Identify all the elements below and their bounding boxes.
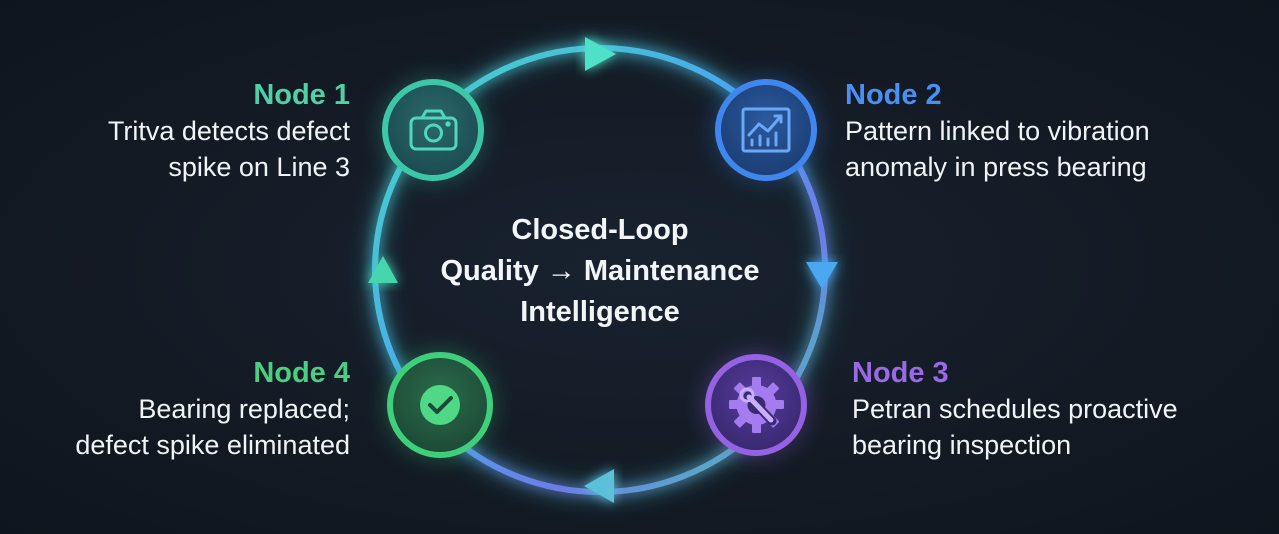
node-4-circle [384,349,496,461]
title-line-1: Closed-Loop [511,214,689,246]
arrow-bottom [584,469,614,503]
node-3-description: Petran schedules proactive bearing inspe… [852,391,1252,463]
node-1-circle [379,76,487,184]
node-2-circle [712,76,820,184]
node-4-label: Node 4 Bearing replaced; defect spike el… [20,355,350,463]
node-4-desc-line-1: Bearing replaced; [138,394,350,424]
node-1-desc-line-1: Tritva detects defect [107,116,350,146]
node-2-description: Pattern linked to vibration anomaly in p… [845,113,1245,185]
arrow-left [368,256,398,283]
arrow-right [806,262,838,289]
node-2-label: Node 2 Pattern linked to vibration anoma… [845,77,1245,185]
node-2-desc-line-1: Pattern linked to vibration [845,116,1150,146]
node-3-title: Node 3 [852,357,949,389]
diagram-title: Closed-Loop Quality → Maintenance Intell… [400,210,800,333]
arrow-top [585,37,616,71]
node-3-desc-line-2: bearing inspection [852,430,1072,460]
camera-icon [409,109,458,151]
node-1-desc-line-2: spike on Line 3 [168,152,350,182]
node-4-desc-line-2: defect spike eliminated [75,430,350,460]
node-1-description: Tritva detects defect spike on Line 3 [30,113,350,185]
node-2-desc-line-2: anomaly in press bearing [845,152,1147,182]
node-1-label: Node 1 Tritva detects defect spike on Li… [30,77,350,185]
title-line-3: Intelligence [520,296,680,328]
gear-wrench-icon [729,377,784,433]
node-1-title: Node 1 [253,79,350,111]
title-line-2: Quality → Maintenance [440,255,760,287]
node-3-circle [702,351,810,459]
node-4-title: Node 4 [253,357,350,389]
node-3-desc-line-1: Petran schedules proactive [852,394,1178,424]
node-3-label: Node 3 Petran schedules proactive bearin… [852,355,1252,463]
node-4-description: Bearing replaced; defect spike eliminate… [20,391,350,463]
chart-icon [741,107,791,153]
check-icon [420,385,460,425]
node-2-title: Node 2 [845,79,942,111]
